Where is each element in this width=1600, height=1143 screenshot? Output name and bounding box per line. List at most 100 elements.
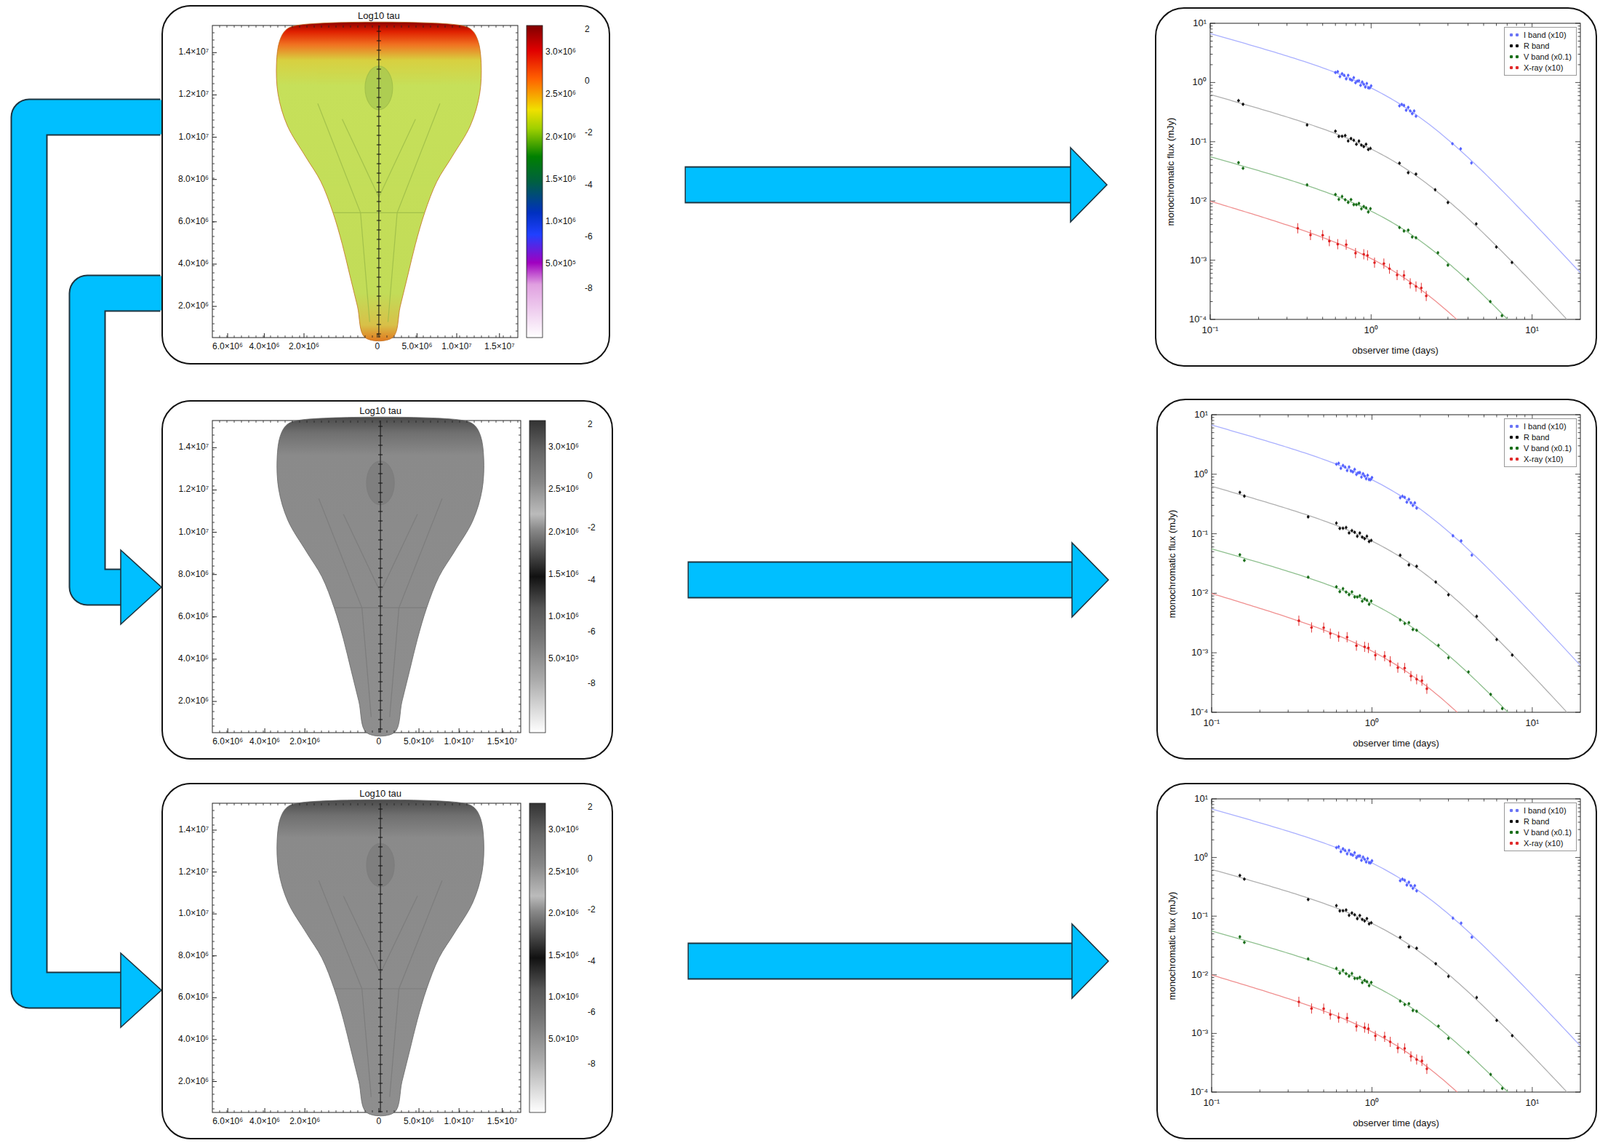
colorbar-label: 1.5×10⁶ (545, 174, 576, 184)
tick-label: 5.0×10⁶ (403, 1116, 435, 1126)
tick-label: 10⁰ (1364, 325, 1379, 336)
symmetry-axis (378, 420, 383, 733)
colorbar-label: 1.5×10⁶ (548, 950, 579, 960)
block-arrow (87, 293, 162, 624)
axis-title: monochromatic flux (mJy) (1165, 117, 1176, 226)
tick-label: 1.0×10⁷ (441, 341, 472, 352)
legend-swatch (1508, 424, 1520, 429)
major-ticks (212, 829, 503, 1112)
tick-label: 1.0×10⁷ (178, 132, 209, 142)
colorbar-label: 5.0×10⁵ (548, 653, 579, 664)
data-points (1297, 615, 1429, 694)
legend-swatch (1508, 65, 1520, 70)
colorbar-label: 1.0×10⁶ (548, 611, 579, 622)
outflow-shape (277, 799, 485, 1116)
legend-text: I band (x10) (1523, 805, 1567, 816)
colorbar-label: 2.5×10⁶ (548, 866, 579, 877)
data-points (1237, 160, 1518, 320)
tick-label: 10⁰ (1365, 717, 1379, 728)
axis-title: monochromatic flux (mJy) (1167, 509, 1178, 618)
data-points (1238, 490, 1514, 657)
data-points (1335, 844, 1474, 939)
tick-label: 10⁻² (1191, 587, 1208, 598)
tick-label: 5.0×10⁶ (403, 736, 435, 747)
colorbar-label: 3.0×10⁶ (548, 442, 579, 453)
tick-label: 8.0×10⁶ (178, 174, 209, 184)
tau-map-panel: Log10 tau1.4×10⁷1.2×10⁷1.0×10⁷8.0×10⁶6.0… (161, 5, 611, 365)
legend-text: X-ray (x10) (1523, 837, 1563, 849)
light-curve-panel: 10¹10⁰10⁻¹10⁻²10⁻³10⁻⁴10⁻¹10⁰10¹monochro… (1156, 782, 1598, 1139)
optical-depth-map (162, 6, 608, 363)
tick-label: 10⁻¹ (1191, 528, 1208, 539)
legend-text: R band (1523, 816, 1550, 827)
tick-label: 4.0×10⁶ (178, 653, 209, 664)
colorbar (529, 420, 546, 733)
colorbar-label: 1.0×10⁶ (545, 216, 576, 227)
colorbar-label: 0 (587, 853, 593, 864)
model-curve (1210, 201, 1581, 320)
frame-ticks (212, 802, 521, 1112)
model-curve (1211, 808, 1581, 1046)
colorbar-label: -6 (587, 626, 596, 637)
tick-label: 10⁻³ (1191, 647, 1208, 658)
colorbar-label: -2 (587, 905, 596, 915)
tick-label: 10⁻⁴ (1189, 314, 1207, 325)
legend-swatch (1508, 43, 1520, 48)
colorbar-label: 0 (587, 472, 593, 482)
axis-title: observer time (days) (1352, 1117, 1439, 1128)
tick-label: 8.0×10⁶ (178, 950, 209, 960)
tick-label: 2.0×10⁶ (289, 736, 320, 747)
legend-row: R band (1508, 432, 1572, 443)
colorbar-label: 2.0×10⁶ (548, 527, 579, 537)
tick-label: 10⁰ (1194, 851, 1208, 862)
tick-label: 4.0×10⁶ (248, 341, 280, 352)
tick-label: 5.0×10⁶ (401, 341, 432, 352)
tick-label: 2.0×10⁶ (178, 1076, 209, 1086)
legend-box: I band (x10)R bandV band (x0.1)X-ray (x1… (1504, 26, 1577, 76)
tick-label: 6.0×10⁶ (178, 611, 209, 622)
colorbar-label: -4 (587, 575, 596, 585)
plot-title: Log10 tau (359, 788, 402, 799)
data-points (1238, 552, 1518, 712)
tick-label: 1.4×10⁷ (178, 824, 209, 835)
axis-title: observer time (days) (1352, 345, 1438, 356)
tick-label: 1.5×10⁷ (484, 341, 515, 352)
tick-label: 4.0×10⁶ (249, 1116, 280, 1126)
legend-text: I band (x10) (1523, 29, 1567, 41)
colorbar-label: -8 (587, 1058, 596, 1069)
block-arrow (685, 147, 1108, 222)
tick-label: 0 (374, 341, 380, 352)
tick-label: 1.0×10⁷ (178, 527, 209, 537)
colorbar-label: 2 (584, 24, 590, 35)
tau-map-panel: Log10 tau1.4×10⁷1.2×10⁷1.0×10⁷8.0×10⁶6.0… (161, 400, 614, 760)
tick-label: 6.0×10⁶ (178, 216, 209, 227)
tick-label: 10⁰ (1194, 469, 1208, 480)
tick-label: 1.0×10⁷ (443, 736, 474, 747)
tick-label: 10¹ (1192, 18, 1207, 29)
tick-label: 2.0×10⁶ (178, 301, 209, 312)
data-points (1238, 934, 1518, 1092)
tick-label: 4.0×10⁶ (178, 258, 209, 269)
legend-text: V band (x0.1) (1523, 442, 1572, 454)
tick-label: 1.4×10⁷ (178, 48, 209, 58)
tick-label: 1.0×10⁷ (443, 1116, 474, 1126)
optical-depth-map (162, 784, 611, 1137)
legend-row: V band (x0.1) (1508, 51, 1572, 63)
colorbar-label: 5.0×10⁵ (545, 258, 576, 269)
legend-swatch (1508, 808, 1520, 813)
block-arrow (688, 542, 1110, 617)
legend-row: R band (1508, 40, 1572, 52)
legend-swatch (1508, 54, 1520, 59)
data-points (1333, 69, 1473, 166)
tick-label: 10¹ (1525, 325, 1539, 336)
tick-label: 10⁻⁴ (1190, 1086, 1208, 1097)
tick-label: 10⁻² (1189, 195, 1207, 206)
legend-box: I band (x10)R bandV band (x0.1)X-ray (x1… (1504, 802, 1577, 851)
model-curve (1211, 548, 1581, 712)
legend-row: X-ray (x10) (1508, 62, 1572, 74)
symmetry-axis (378, 802, 383, 1112)
outflow-shape (277, 416, 485, 736)
plot-title: Log10 tau (357, 10, 400, 22)
legend-box: I band (x10)R bandV band (x0.1)X-ray (x1… (1504, 418, 1577, 467)
